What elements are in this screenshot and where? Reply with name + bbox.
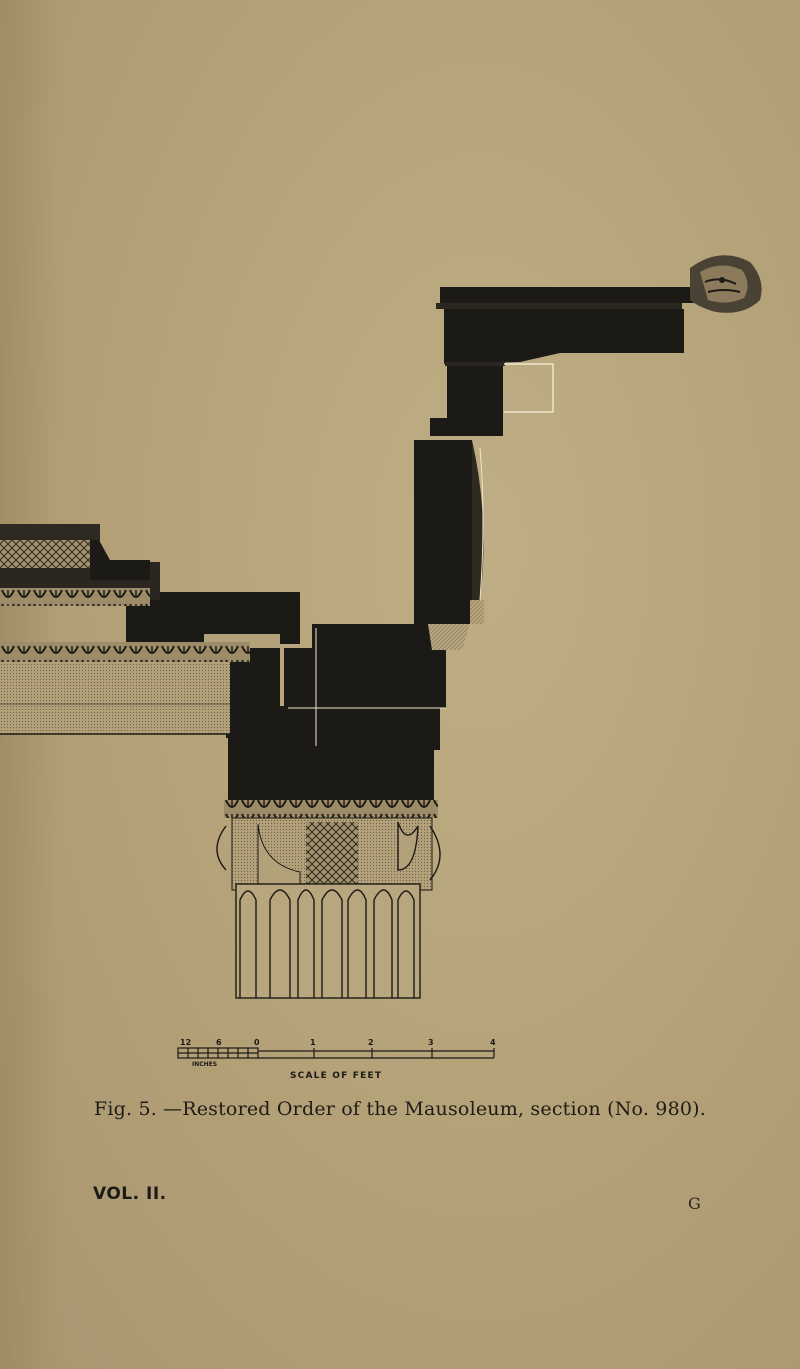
volume-marker: VOL. II. [93, 1184, 167, 1204]
scale-tick-label: 2 [368, 1038, 374, 1047]
scale-tick-label: 6 [216, 1038, 222, 1047]
frieze-block [414, 366, 503, 624]
figure-label: Fig. 5. [93, 1098, 157, 1120]
scale-inches-label: INCHES [192, 1061, 217, 1068]
architectural-section-drawing [0, 255, 762, 999]
scale-bar-graphic [177, 1047, 495, 1059]
corona-outline [504, 363, 554, 413]
lion-head-gargoyle [690, 255, 762, 313]
ionic-capital [216, 800, 441, 891]
signature-mark: G [688, 1194, 701, 1213]
scale-tick-label: 12 [180, 1038, 191, 1047]
ceiling-beam [0, 524, 300, 740]
figure-caption-text: —Restored Order of the Mausoleum, sectio… [163, 1098, 707, 1120]
scale-title: SCALE OF FEET [290, 1071, 382, 1081]
scale-tick-label: 3 [428, 1038, 434, 1047]
figure-caption: Fig. 5. —Restored Order of the Mausoleum,… [0, 1098, 800, 1120]
scale-tick-label: 1 [310, 1038, 316, 1047]
scale-bar: 12 6 0 1 2 3 4 INCHES SCALE OF FEET [177, 1038, 496, 1081]
column-shaft [235, 883, 421, 999]
architrave-blocks [228, 624, 470, 800]
scale-tick-label: 0 [254, 1038, 260, 1047]
cornice-top [436, 287, 702, 366]
scale-tick-label: 4 [490, 1038, 496, 1047]
